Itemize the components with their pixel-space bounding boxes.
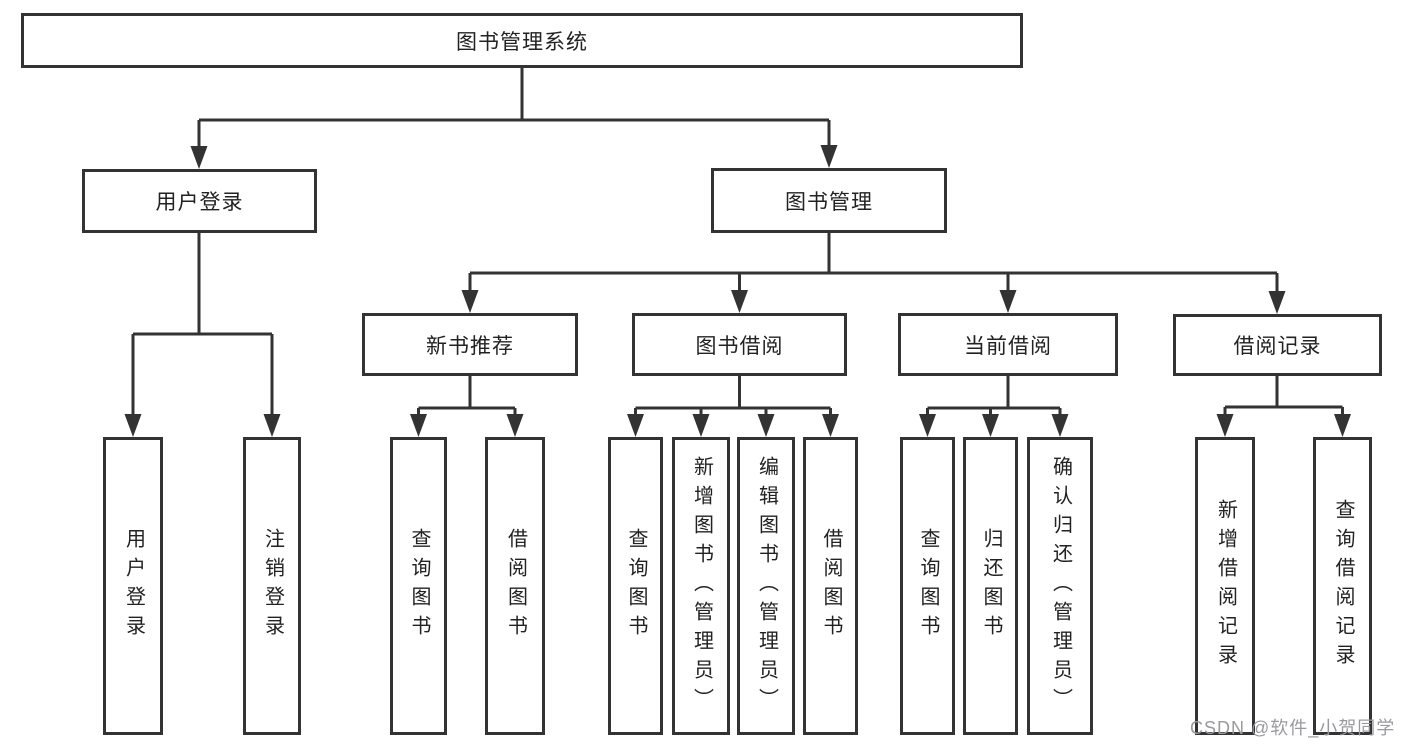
arrowheads bbox=[124, 145, 1351, 437]
leaf-record-add-label: 新增借阅记录 bbox=[1214, 499, 1237, 673]
leaf-current-query: 查询图书 bbox=[900, 437, 955, 735]
node-book-management-label: 图书管理 bbox=[785, 190, 873, 214]
node-book-borrowing: 图书借阅 bbox=[632, 313, 847, 376]
node-new-book-recommend-label: 新书推荐 bbox=[426, 334, 514, 358]
node-new-book-recommend: 新书推荐 bbox=[362, 313, 578, 376]
leaf-newbook-borrow: 借阅图书 bbox=[485, 437, 545, 735]
connector-bookmgmt-to-level3 bbox=[468, 233, 1279, 298]
node-book-management: 图书管理 bbox=[711, 168, 947, 233]
leaf-borrow-query: 查询图书 bbox=[608, 437, 663, 735]
connector-root-to-level2 bbox=[197, 68, 831, 152]
leaf-newbook-borrow-label: 借阅图书 bbox=[504, 528, 527, 644]
connector-borrowrecords-to-leaves bbox=[1223, 376, 1344, 424]
leaf-newbook-query: 查询图书 bbox=[390, 437, 447, 735]
connector-newbooks-to-leaves bbox=[417, 376, 517, 424]
leaf-user-login: 用户登录 bbox=[103, 437, 163, 735]
node-book-borrowing-label: 图书借阅 bbox=[695, 334, 784, 358]
leaf-logout-label: 注销登录 bbox=[261, 528, 284, 644]
node-user-login: 用户登录 bbox=[82, 169, 317, 233]
node-root-system: 图书管理系统 bbox=[21, 13, 1023, 68]
node-current-borrowing: 当前借阅 bbox=[898, 313, 1118, 376]
csdn-watermark: CSDN @软件_小贺同学 bbox=[1190, 718, 1396, 738]
leaf-borrow-add-admin: 新增图书（管理员） bbox=[672, 437, 730, 735]
leaf-user-login-label: 用户登录 bbox=[122, 528, 145, 644]
node-root-label: 图书管理系统 bbox=[456, 30, 588, 54]
connector-bookborrow-to-leaves bbox=[634, 376, 832, 424]
leaf-current-query-label: 查询图书 bbox=[917, 528, 939, 644]
leaf-record-query-label: 查询借阅记录 bbox=[1332, 499, 1354, 673]
leaf-borrow-add-admin-label: 新增图书（管理员） bbox=[690, 455, 713, 717]
connector-userlogin-to-leaves bbox=[131, 233, 274, 420]
leaf-borrow-edit-admin: 编辑图书（管理员） bbox=[737, 437, 795, 735]
leaf-borrow-query-label: 查询图书 bbox=[625, 528, 647, 644]
leaf-logout: 注销登录 bbox=[243, 437, 301, 735]
leaf-current-confirm-admin: 确认归还（管理员） bbox=[1027, 437, 1093, 735]
leaf-record-query: 查询借阅记录 bbox=[1313, 437, 1372, 735]
leaf-borrow-book-label: 借阅图书 bbox=[820, 528, 842, 644]
leaf-borrow-book: 借阅图书 bbox=[803, 437, 858, 735]
leaf-current-confirm-admin-label: 确认归还（管理员） bbox=[1049, 455, 1072, 717]
node-user-login-label: 用户登录 bbox=[155, 191, 244, 214]
node-borrowing-records-label: 借阅记录 bbox=[1233, 335, 1322, 358]
leaf-current-return-label: 归还图书 bbox=[980, 528, 1002, 644]
leaf-borrow-edit-admin-label: 编辑图书（管理员） bbox=[755, 455, 778, 717]
leaf-current-return: 归还图书 bbox=[963, 437, 1018, 735]
leaf-record-add: 新增借阅记录 bbox=[1195, 437, 1255, 735]
node-borrowing-records: 借阅记录 bbox=[1173, 314, 1382, 376]
leaf-newbook-query-label: 查询图书 bbox=[408, 528, 430, 644]
node-current-borrowing-label: 当前借阅 bbox=[964, 334, 1052, 358]
